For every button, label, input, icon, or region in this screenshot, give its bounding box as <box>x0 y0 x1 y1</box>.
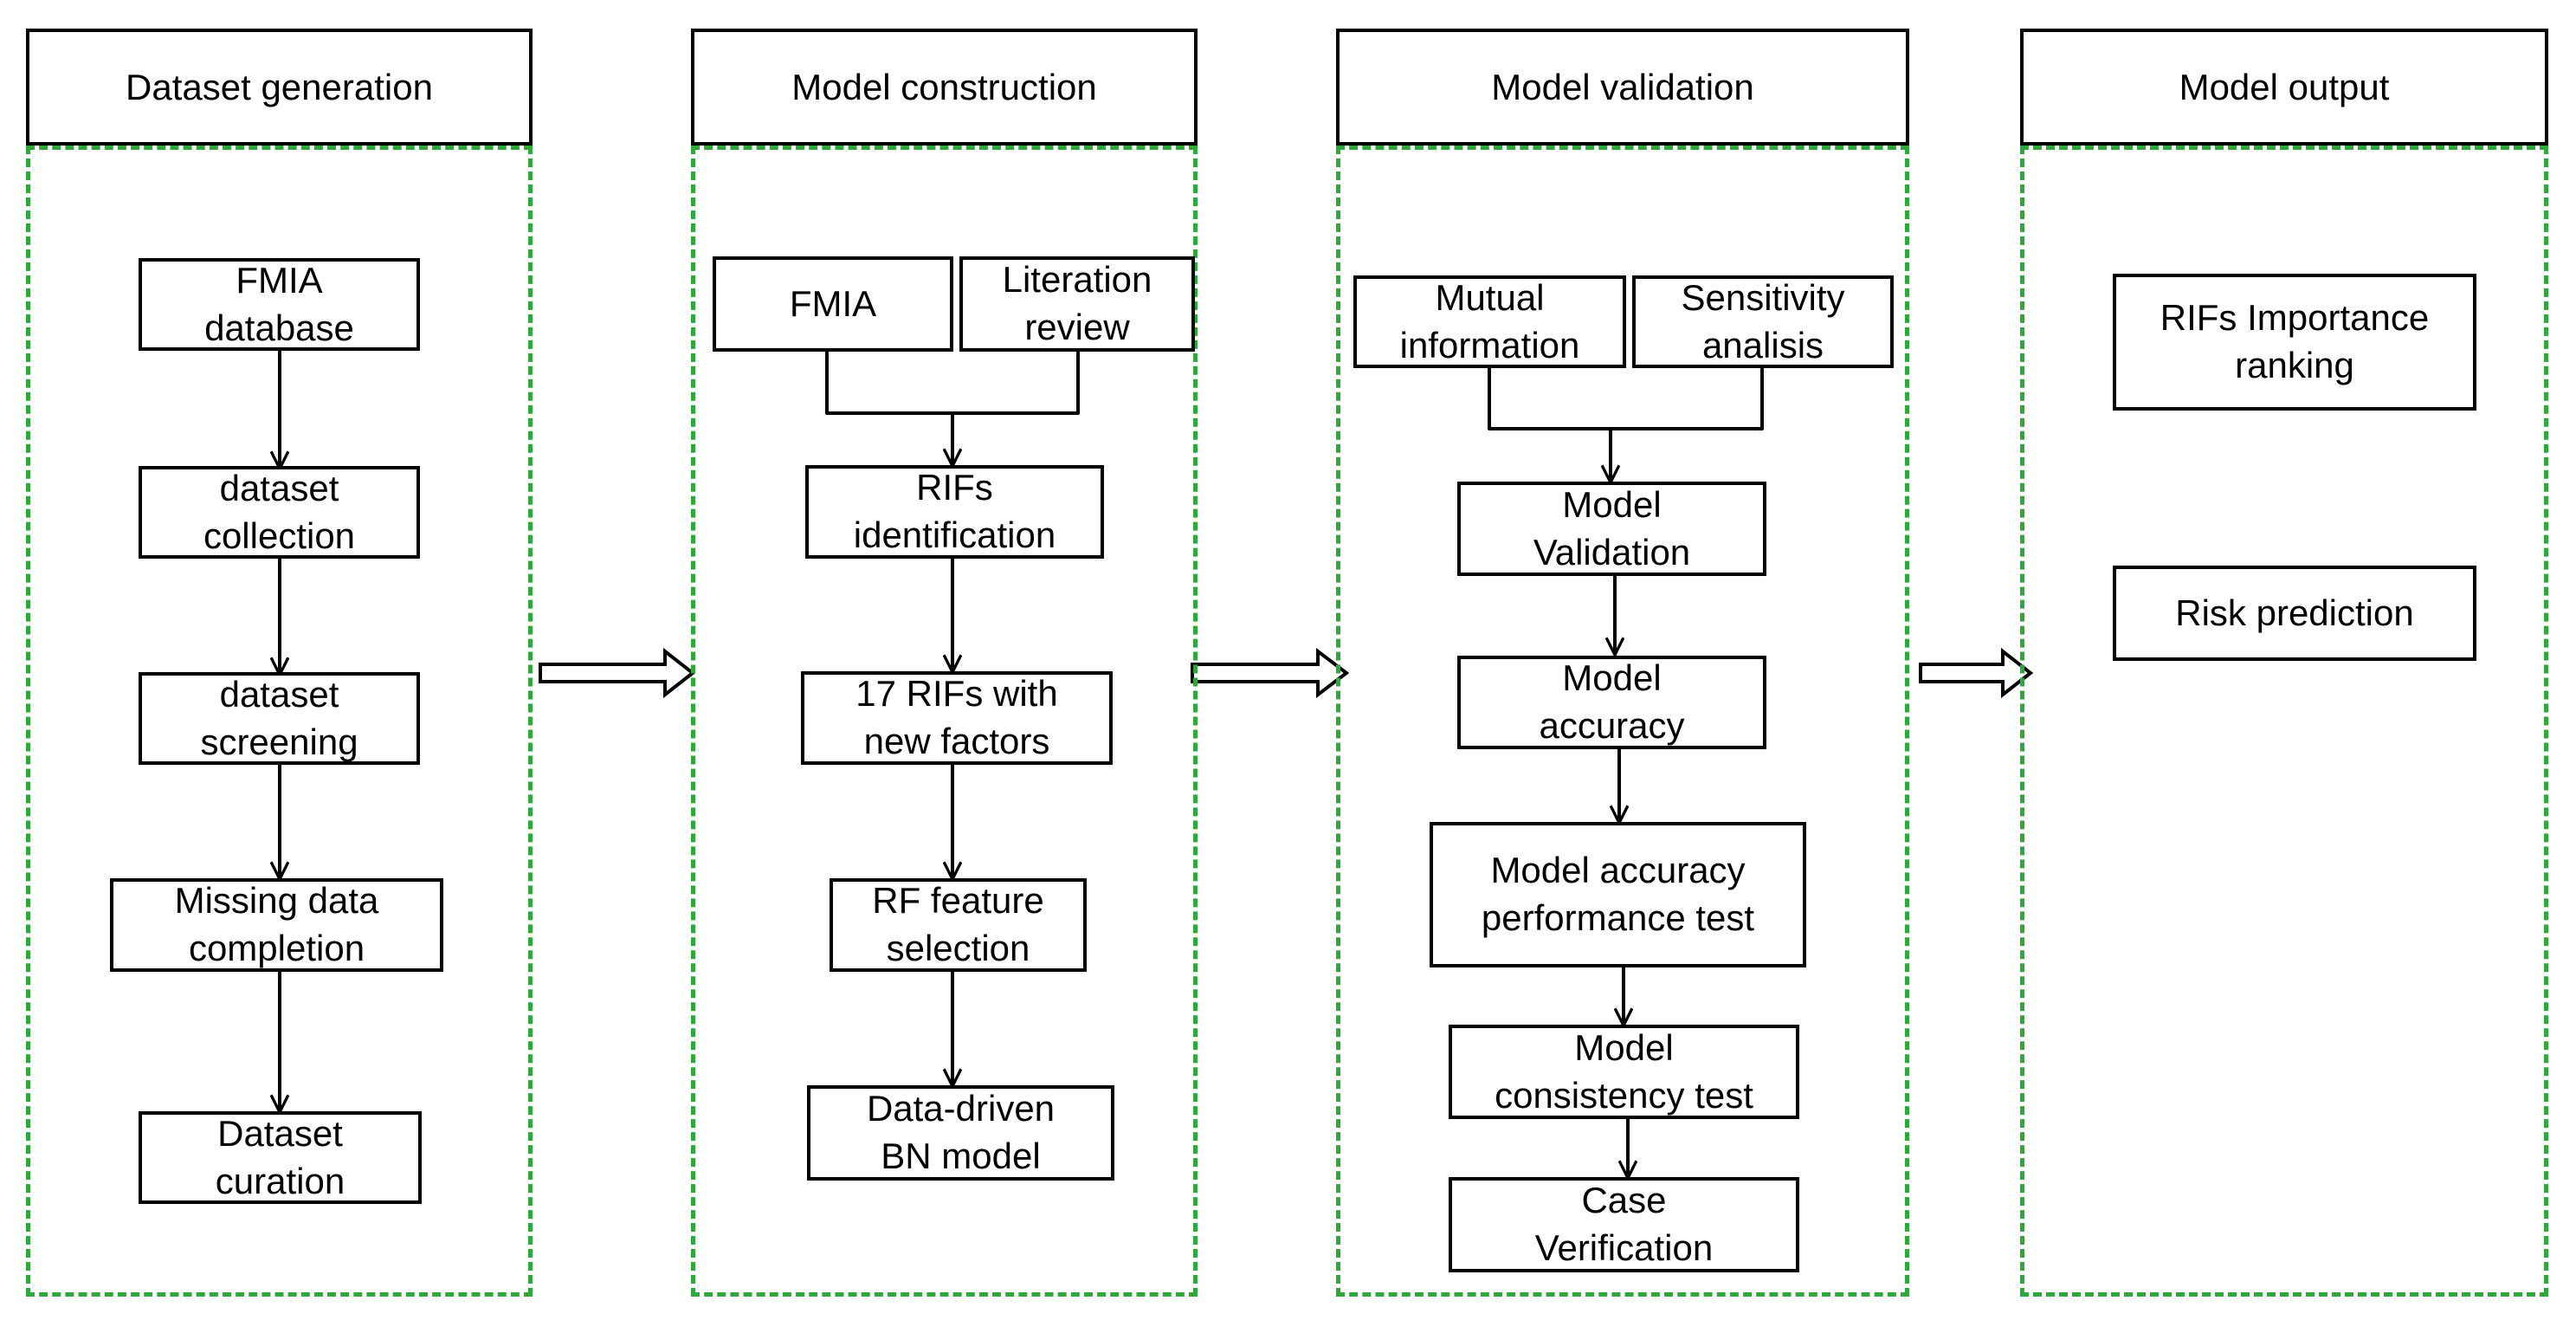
arrow-sensitivity-merge <box>1609 366 1764 430</box>
box-mutual-information: Mutual information <box>1353 275 1626 368</box>
header-model-output: Model output <box>2020 29 2548 146</box>
box-risk-prediction: Risk prediction <box>2113 566 2476 661</box>
box-sensitivity-analisis: Sensitivity analisis <box>1632 275 1894 368</box>
header-model-validation: Model validation <box>1336 29 1909 146</box>
stage-arrow-2 <box>1191 647 1350 699</box>
box-dataset-screening: dataset screening <box>139 672 420 765</box>
box-dataset-collection: dataset collection <box>139 466 420 559</box>
box-model-accuracy: Model accuracy <box>1457 656 1766 749</box>
panel-dataset-generation <box>26 146 533 1297</box>
box-rifs-identification: RIFs identification <box>805 465 1104 559</box>
stage-arrow-3 <box>1919 647 2034 699</box>
box-fmia-database: FMIA database <box>139 258 420 351</box>
box-rifs-importance-ranking: RIFs Importance ranking <box>2113 274 2476 411</box>
panel-model-construction <box>691 146 1198 1297</box>
stage-arrow-1 <box>539 647 696 699</box>
box-literation-review: Literation review <box>959 256 1195 352</box>
header-model-construction: Model construction <box>691 29 1198 146</box>
box-data-driven-bn-model: Data-driven BN model <box>807 1085 1114 1181</box>
box-rf-feature-selection: RF feature selection <box>830 878 1087 972</box>
panel-model-output <box>2020 146 2548 1297</box>
panel-model-validation <box>1336 146 1909 1297</box>
box-missing-data-completion: Missing data completion <box>110 878 443 972</box>
header-dataset-generation: Dataset generation <box>26 29 533 146</box>
arrow-fmia-merge <box>825 350 952 465</box>
box-model-validation: Model Validation <box>1457 482 1766 576</box>
arrow-literature-merge <box>951 350 1080 415</box>
arrow-mutual-info-merge <box>1488 366 1611 482</box>
box-model-consistency-test: Model consistency test <box>1449 1025 1799 1119</box>
box-fmia: FMIA <box>713 256 953 352</box>
box-17-rifs-new-factors: 17 RIFs with new factors <box>801 671 1113 765</box>
box-dataset-curation: Dataset curation <box>139 1111 422 1204</box>
box-case-verification: Case Verification <box>1449 1177 1799 1272</box>
box-model-accuracy-performance-test: Model accuracy performance test <box>1430 822 1806 967</box>
